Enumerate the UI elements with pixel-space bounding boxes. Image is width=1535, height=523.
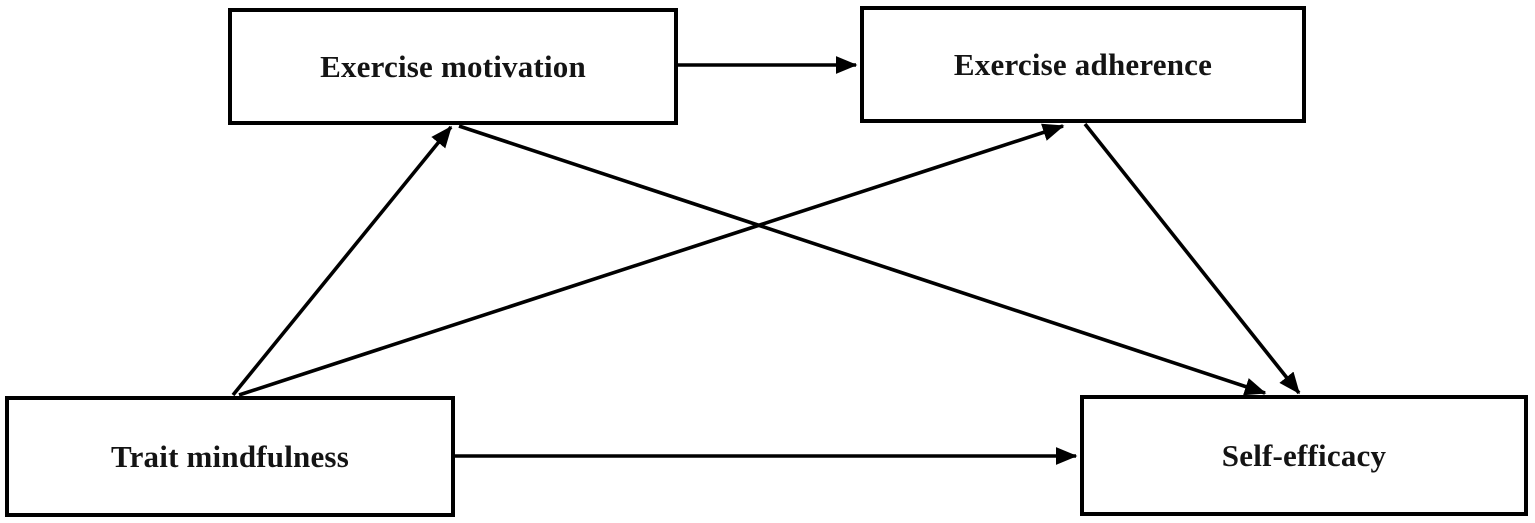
node-self-efficacy-label: Self-efficacy [1221, 437, 1387, 473]
node-exercise-adherence: Exercise adherence [860, 6, 1306, 123]
node-exercise-motivation: Exercise motivation [228, 8, 678, 125]
arrow-exercise-adherence-to-self-efficacy [1083, 122, 1301, 395]
arrow-exercise-motivation-to-self-efficacy [458, 124, 1267, 396]
node-exercise-adherence-label: Exercise adherence [953, 46, 1213, 82]
node-trait-mindfulness-label: Trait mindfulness [111, 438, 349, 474]
node-exercise-motivation-label: Exercise motivation [320, 48, 586, 84]
arrow-trait-mindfulness-to-exercise-adherence [238, 123, 1065, 397]
arrow-trait-mindfulness-to-exercise-motivation [231, 125, 453, 397]
node-self-efficacy: Self-efficacy [1080, 395, 1528, 516]
node-trait-mindfulness: Trait mindfulness [5, 396, 455, 517]
